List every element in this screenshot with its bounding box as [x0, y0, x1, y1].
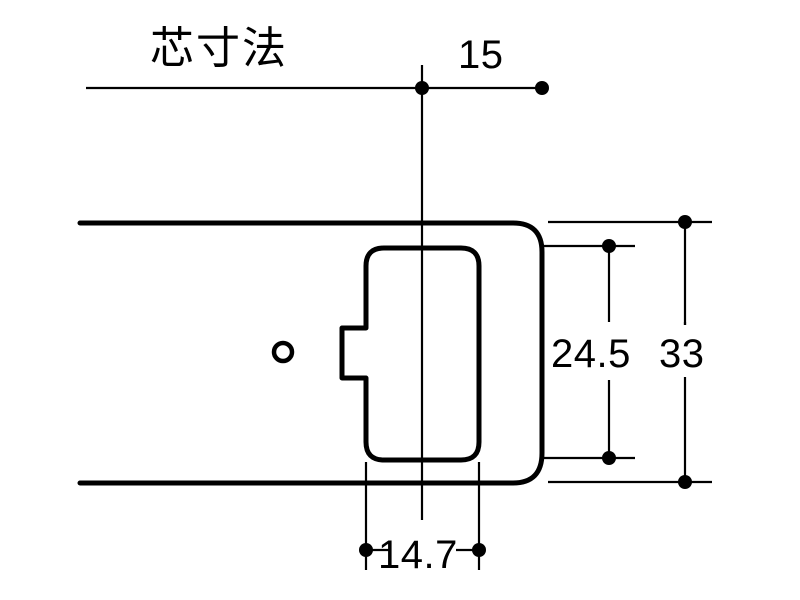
dimension-group-14-7: 14.7	[359, 462, 486, 577]
dimension-label-14-7: 14.7	[378, 533, 458, 577]
belt-strap-outline	[77, 220, 545, 486]
note-label-center-dimension: 芯寸法	[150, 23, 288, 74]
dimension-terminator-24-5-bottom	[602, 451, 616, 465]
dimension-terminator-24-5-top	[602, 239, 616, 253]
dimension-terminator-33-bottom	[678, 475, 692, 489]
dimension-terminator-14-7-right	[472, 543, 486, 557]
dimension-terminator-14-7-left	[359, 543, 373, 557]
dimension-group-15: 15	[86, 33, 549, 95]
buckle-inner-slot-outline	[339, 245, 482, 463]
dimension-label-33: 33	[659, 332, 705, 376]
dimension-group-33: 33	[548, 215, 712, 489]
dimension-group-24-5: 24.5	[541, 239, 635, 465]
punch-hole-circle	[271, 340, 295, 364]
dimension-terminator-33-top	[678, 215, 692, 229]
dimension-label-33-backdrop	[655, 325, 711, 377]
dimension-terminator-15-right	[535, 81, 549, 95]
dimension-label-24-5: 24.5	[551, 332, 631, 376]
dimension-label-15: 15	[458, 33, 504, 77]
part-geometry	[77, 220, 545, 486]
